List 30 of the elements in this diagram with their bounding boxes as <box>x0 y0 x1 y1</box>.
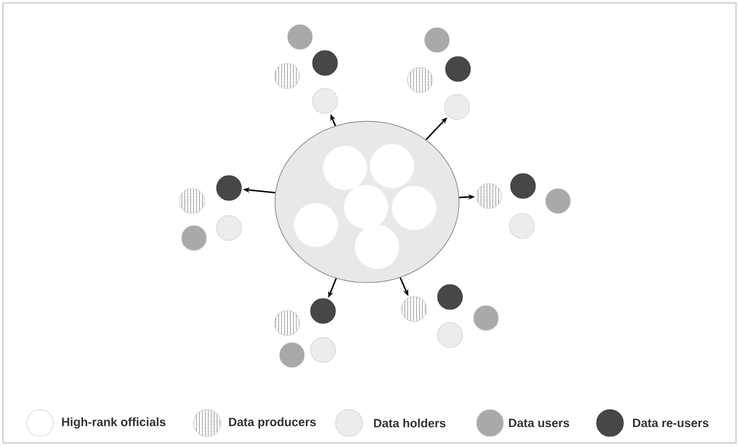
legend-label: Data re-users <box>633 418 708 428</box>
member-circle <box>437 322 463 348</box>
member-circle <box>407 67 433 93</box>
member-circle <box>424 27 450 53</box>
member-circle <box>179 188 205 214</box>
member-circle <box>444 94 470 120</box>
member-circle <box>445 56 471 82</box>
member-circle <box>274 310 300 336</box>
member-circle <box>181 225 207 251</box>
legend-label: High-rank officials <box>62 417 166 429</box>
member-circle <box>473 305 499 331</box>
member-circle <box>510 173 536 199</box>
member-circle <box>310 298 336 324</box>
legend-label: Data holders <box>374 418 446 428</box>
member-circle <box>287 24 313 50</box>
member-circle <box>279 342 305 368</box>
member-circle <box>216 215 242 241</box>
legend-label: Data producers <box>229 417 316 429</box>
member-circle <box>294 203 338 247</box>
member-circle <box>545 188 571 214</box>
member-circle <box>274 63 300 89</box>
member-circle <box>437 284 463 310</box>
member-circle <box>509 213 535 239</box>
member-circle <box>476 183 502 209</box>
member-circle <box>310 337 336 363</box>
member-circle <box>312 88 338 114</box>
member-circle <box>216 175 242 201</box>
legend-label: Data users <box>509 418 570 428</box>
member-circle <box>401 296 427 322</box>
member-circle <box>312 50 338 76</box>
